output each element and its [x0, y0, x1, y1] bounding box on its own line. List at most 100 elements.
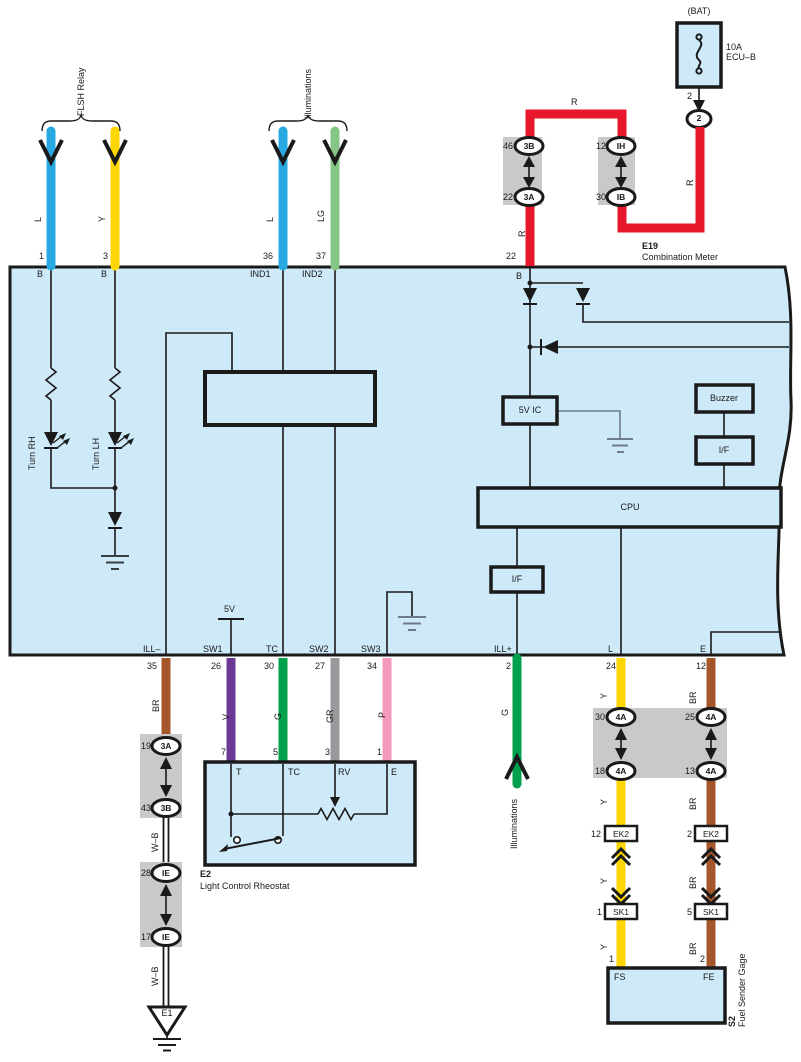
diode-icon: [108, 512, 122, 556]
terminal-b22: B: [516, 271, 523, 281]
conn-pin-12c: 12: [591, 829, 602, 839]
conn-pin-19: 19: [141, 741, 152, 751]
terminal-sw3: SW3: [361, 644, 381, 654]
pin-22: 22: [506, 251, 517, 261]
conn-3a-top: 3A: [523, 191, 535, 202]
junction-dot: [228, 811, 234, 817]
conn-pin-25: 25: [685, 712, 696, 722]
wire-color-v: V: [221, 713, 231, 720]
if2-label: I/F: [511, 574, 523, 584]
wire-color-br2: BR: [688, 691, 698, 704]
arrow-up-icon: [160, 884, 172, 896]
turn-rh-label: Turn RH: [27, 436, 37, 470]
brace-flsh-relay: [41, 114, 121, 132]
wire-wb: [162, 946, 170, 1007]
conn-pin-43: 43: [141, 803, 152, 813]
pin-34: 34: [367, 661, 378, 671]
conn-sk1a: SK1: [612, 906, 630, 917]
flsh-relay-wires: [46, 126, 120, 271]
conn-4a2: 4A: [705, 711, 717, 722]
e2-rheostat: [203, 658, 417, 867]
arrow-down-icon: [693, 100, 705, 112]
arrow-down-icon: [615, 748, 627, 760]
pin-s2-2: 2: [700, 954, 706, 964]
chevron-up-icon: [610, 846, 722, 867]
s2-id: S2: [727, 1015, 737, 1027]
e2-terminal-e: E: [391, 767, 398, 777]
terminal-b2: B: [101, 269, 108, 279]
fuse-ecu-b: [675, 21, 723, 129]
diode-icon: [523, 280, 590, 355]
conn-pin-22a: 22: [503, 192, 514, 202]
meter-internal-symbols: [44, 280, 633, 631]
terminal-e: E: [700, 644, 707, 654]
terminal-sw2: SW2: [309, 644, 329, 654]
pin-12b: 12: [696, 661, 707, 671]
ground-icon: [101, 555, 129, 570]
junction-dot: [112, 485, 118, 491]
resistor-icon: [44, 367, 58, 401]
arrow-down-icon: [160, 785, 172, 797]
terminal-ind1: IND1: [250, 269, 271, 279]
if1-box: [694, 435, 755, 466]
terminal-ind2: IND2: [302, 269, 323, 279]
s2-box: [606, 966, 727, 1025]
e2-terminal-t: T: [236, 767, 242, 777]
s2-terminal-fe: FE: [703, 972, 715, 982]
if2-box: [489, 565, 545, 594]
fuse-pin-2: 2: [687, 91, 693, 101]
led-icon-turn-lh: [108, 432, 134, 449]
conn-3b-top: 3B: [523, 140, 535, 151]
pin-27: 27: [315, 661, 326, 671]
connector-ek2: [693, 824, 729, 843]
wire-color-br4: BR: [688, 876, 698, 889]
buzzer-label: Buzzer: [709, 393, 739, 403]
illumination-wires: [278, 126, 340, 271]
wire-color-y5: Y: [599, 943, 609, 950]
ground-icon: [398, 616, 426, 631]
arrow-down-icon: [322, 139, 348, 167]
wire-color-wb2: W–B: [150, 966, 160, 986]
connector-ek2: [603, 824, 639, 843]
pin-3b: 3: [325, 747, 331, 757]
rheostat-icon: [317, 806, 355, 822]
wire-color-y2: Y: [599, 692, 609, 699]
conn-ih: IH: [616, 140, 626, 151]
wire-color-wb1: W–B: [150, 832, 160, 852]
switch-blade: [223, 837, 282, 850]
arrow-down-icon: [705, 748, 717, 760]
e2-terminal-rv: RV: [338, 767, 351, 777]
r-label-left: R: [517, 230, 527, 238]
label-5v: 5V: [224, 604, 236, 614]
wire-color-g2: G: [500, 708, 510, 716]
pin-2b: 2: [506, 661, 512, 671]
terminal-sw1: SW1: [203, 644, 223, 654]
wire-color-br1: BR: [151, 699, 161, 712]
arrow-up-icon: [523, 156, 535, 167]
turn-lh-label: Turn LH: [91, 437, 101, 470]
ground-e1-icon: [146, 1005, 188, 1038]
flsh-relay-label: FLSH Relay: [76, 67, 86, 116]
pin-24: 24: [606, 661, 617, 671]
conn-ek2a: EK2: [612, 828, 630, 839]
ill-plus-wire: [504, 653, 530, 789]
bat-label: (BAT): [687, 6, 711, 16]
buzzer-box: [694, 383, 755, 414]
pin-36: 36: [263, 251, 274, 261]
e19-id: E19: [642, 241, 659, 251]
connector-sk1: [603, 902, 639, 921]
conn-ek2b: EK2: [702, 828, 720, 839]
arrow-down-icon: [615, 177, 627, 188]
conn-pin-18: 18: [595, 766, 606, 776]
switch-contact: [233, 835, 242, 844]
fuse-icon: [695, 33, 703, 75]
fuse-name: ECU–B: [726, 52, 757, 62]
arrow-down-icon: [38, 139, 64, 167]
wire-color-br3: BR: [688, 797, 698, 810]
s2-terminal-fs: FS: [614, 972, 626, 982]
fuel-sender-chain: [593, 658, 729, 1025]
ic-5v-label: 5V IC: [518, 405, 542, 415]
pin-1: 1: [39, 251, 45, 261]
cpu-box: [476, 486, 783, 529]
